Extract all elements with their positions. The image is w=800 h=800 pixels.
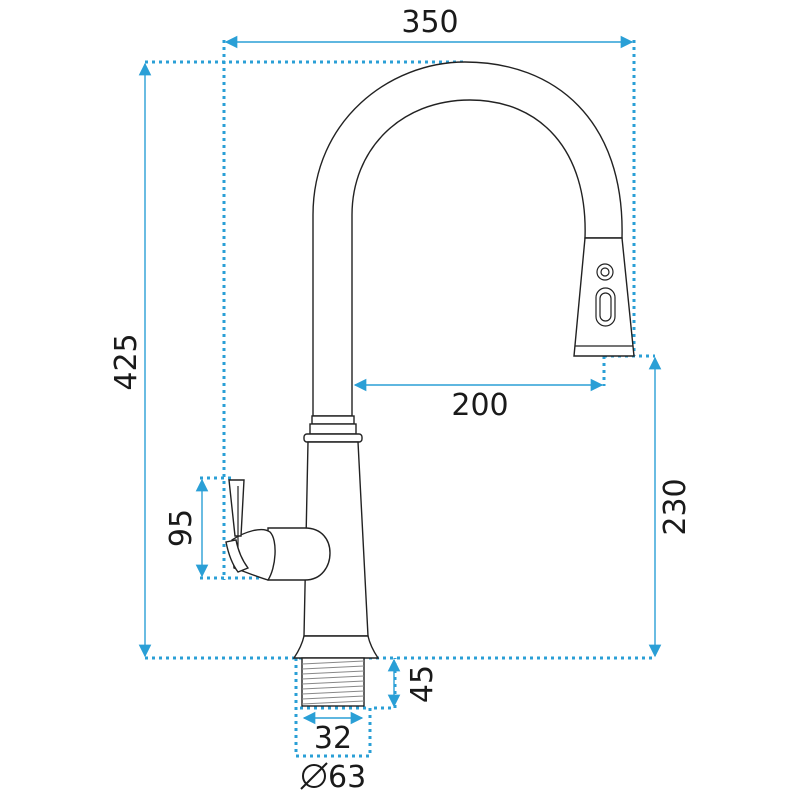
lever-knob [225,539,250,573]
spray-mode-button-inner [600,267,610,277]
base-flange [292,635,380,659]
label-spout-height: 230 [658,478,693,535]
spray-pause-button-outer [595,287,616,327]
label-total-height: 425 [109,333,144,390]
label-lever-height: 95 [164,509,199,547]
label-spout-reach: 200 [451,388,508,423]
faucet-outline [225,61,635,707]
spray-head [573,237,635,357]
collar-ring-middle [309,423,357,435]
base-diameter-label: 63 [300,760,366,795]
collar-ring-lower [303,433,363,443]
gooseneck-spout [312,61,623,417]
label-thread-diameter: 32 [314,721,352,756]
handle-cylinder [267,527,331,581]
label-total-width: 350 [401,5,458,40]
spray-mode-button-outer [596,263,614,281]
dimension-labels: 350 425 200 230 95 45 32 63 [109,5,693,795]
spray-pause-button-inner [599,292,612,322]
diameter-symbol-icon [302,764,326,788]
diameter-slash-icon [300,762,328,790]
label-thread-length: 45 [405,665,440,703]
collar-ring-upper [311,415,355,425]
label-base-diameter: 63 [328,760,366,795]
dimension-lines [138,35,662,725]
lever-stem [228,479,245,537]
shank-threads [301,660,365,705]
